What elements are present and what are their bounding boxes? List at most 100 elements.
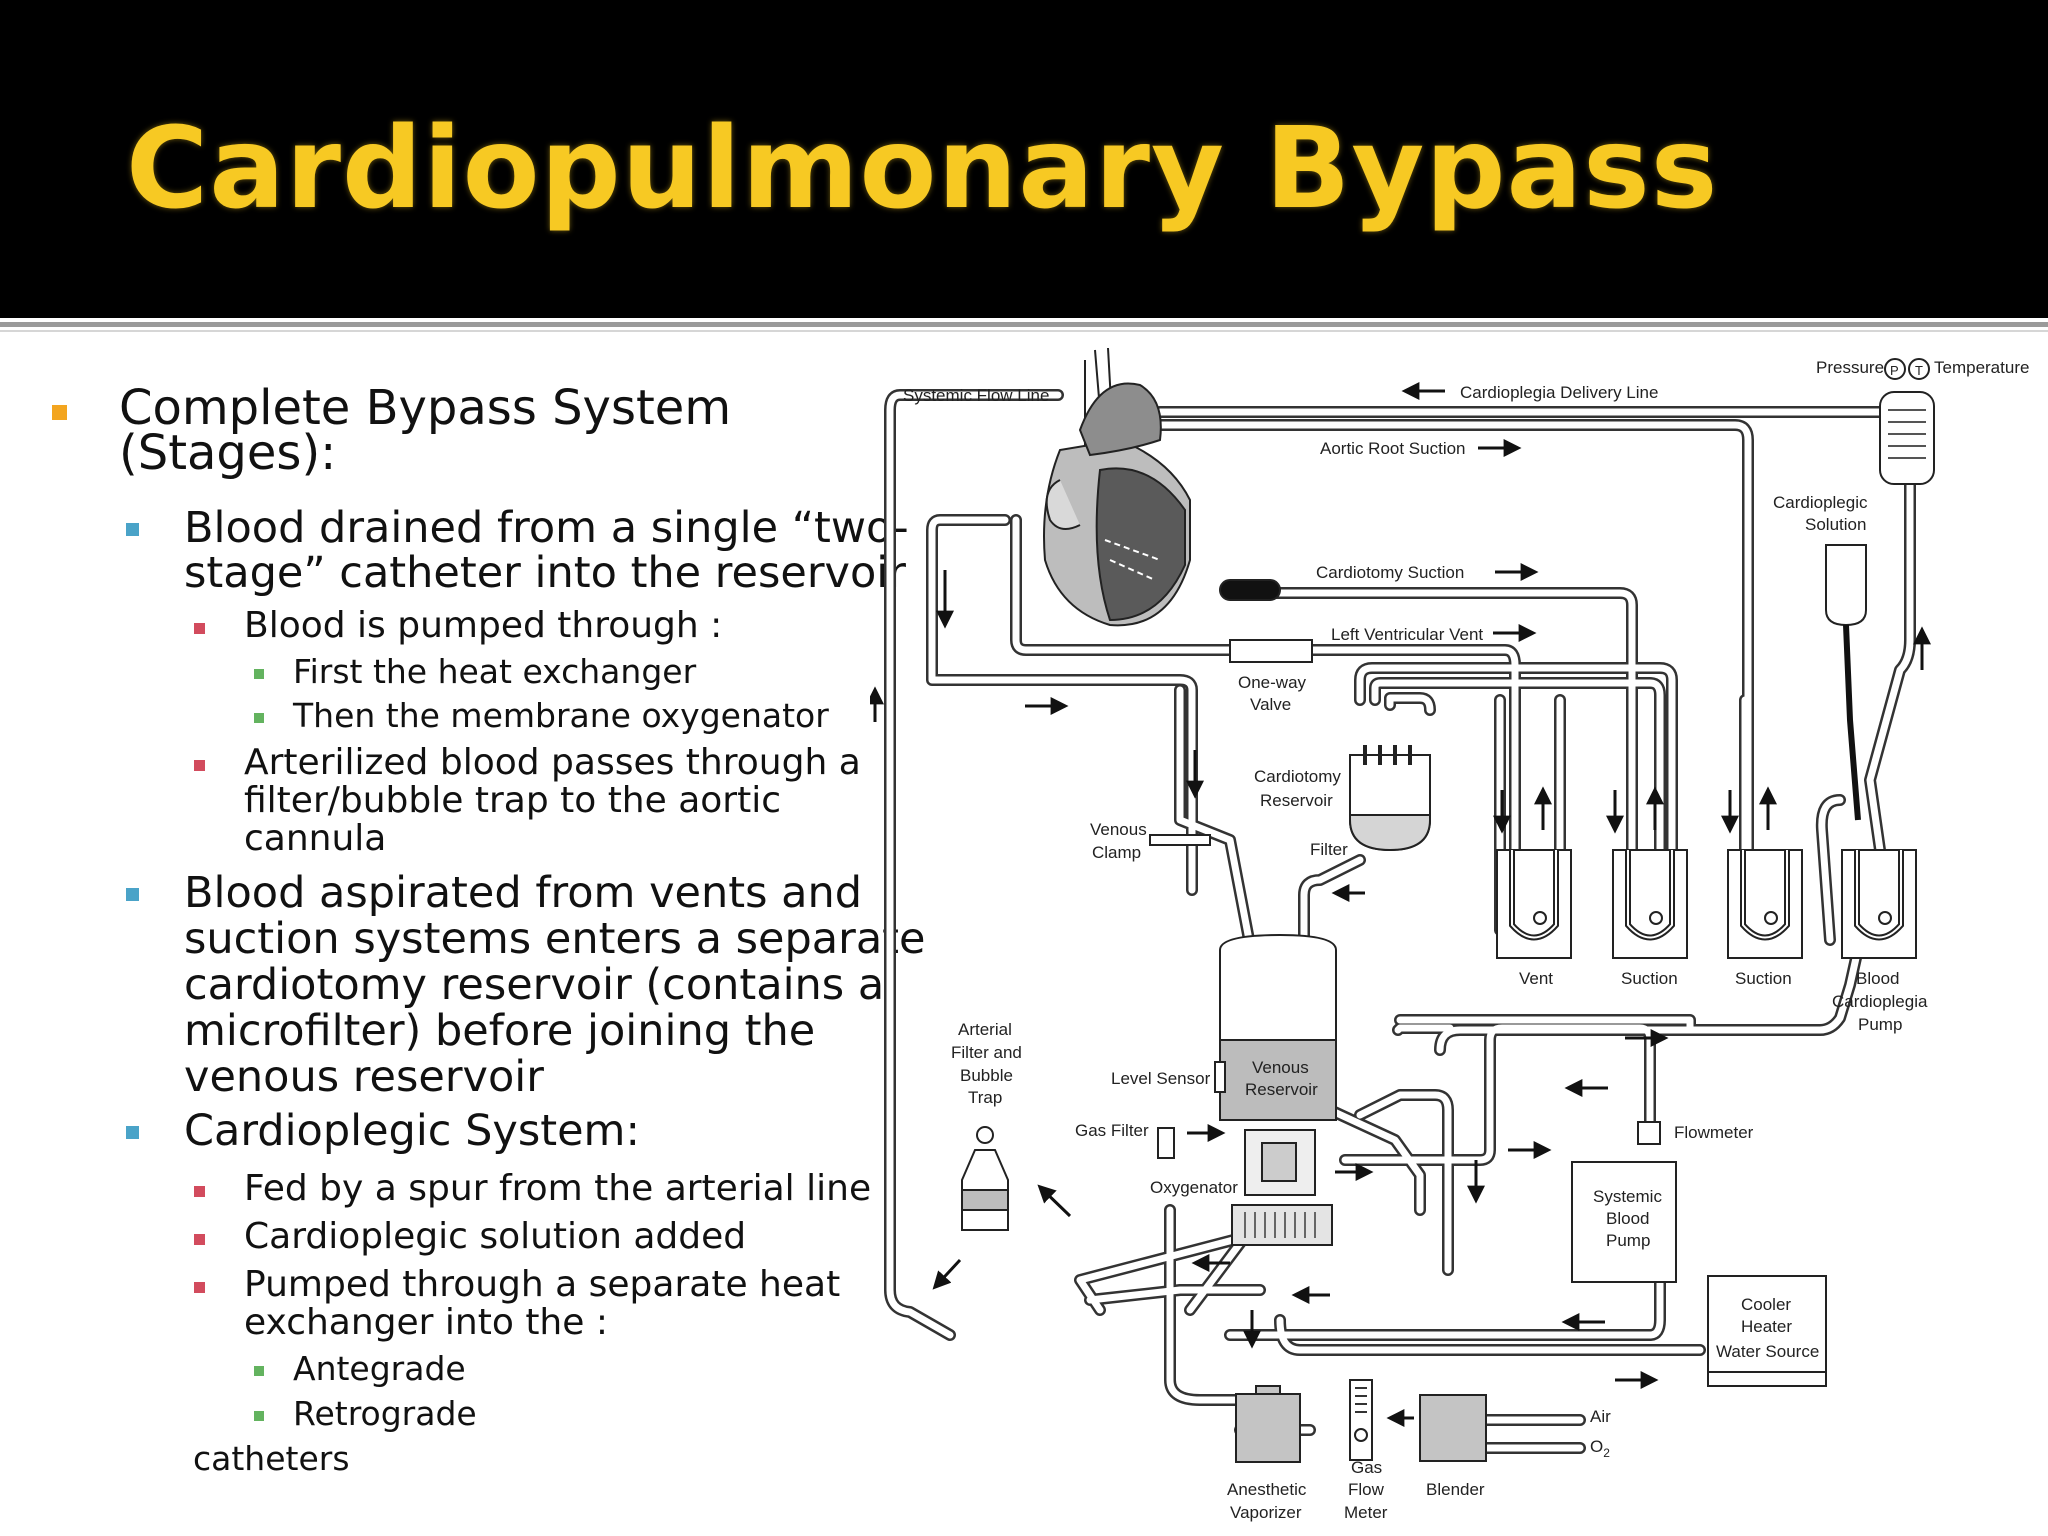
label-one-way-valve-2: Valve [1250, 695, 1291, 714]
label-o2: O2 [1590, 1437, 1610, 1460]
label-gas-flow-meter-1: Gas [1351, 1458, 1382, 1477]
label-venous-clamp-2: Clamp [1092, 843, 1141, 862]
bullet-text: filter/bubble trap to the aortic [244, 780, 782, 821]
bullet-text: exchanger into the : [244, 1302, 608, 1343]
label-anesthetic-vaporizer-1: Anesthetic [1227, 1480, 1307, 1499]
bullet-text: catheters [193, 1439, 350, 1478]
bullet-text: Pumped through a separate heat [244, 1264, 841, 1305]
label-arterial-filter-3: Bubble [960, 1066, 1013, 1085]
heart-illustration [1043, 347, 1191, 627]
label-blood-cardioplegia-pump-3: Pump [1858, 1015, 1902, 1034]
label-cooler-heater-1: Cooler [1741, 1295, 1791, 1314]
bullet-text: venous reservoir [184, 1052, 544, 1102]
anesthetic-vaporizer [1235, 1393, 1301, 1463]
label-arterial-filter-1: Arterial [958, 1020, 1012, 1039]
bullet-text: suction systems enters a separate [184, 914, 926, 964]
label-cooler-heater-3: Water Source [1716, 1342, 1819, 1361]
bullet-marker [194, 1234, 205, 1245]
label-temperature: Temperature [1934, 358, 2029, 377]
bullet-marker [254, 669, 264, 679]
label-systemic-blood-pump-1: Systemic [1593, 1187, 1662, 1206]
bullet-text: Arterilized blood passes through a [244, 742, 861, 783]
label-arterial-filter-2: Filter and [951, 1043, 1022, 1062]
level-sensor [1214, 1061, 1226, 1093]
cooler-heater [1707, 1275, 1827, 1387]
gas-flow-meter [1349, 1379, 1373, 1461]
label-systemic-flow-line: Systemic Flow Line [903, 386, 1049, 405]
label-level-sensor: Level Sensor [1111, 1069, 1211, 1088]
bullet-text: Then the membrane oxygenator [293, 696, 829, 735]
bullet-text: Antegrade [293, 1349, 466, 1388]
bullet-text: First the heat exchanger [293, 652, 697, 691]
label-systemic-blood-pump-2: Blood [1606, 1209, 1649, 1228]
label-flowmeter: Flowmeter [1674, 1123, 1754, 1142]
bullet-text: Blood is pumped through : [244, 605, 723, 646]
bullet-marker [254, 1366, 264, 1376]
bullet-marker [194, 760, 205, 771]
bullet-marker [254, 1411, 264, 1421]
bypass-circuit-diagram: Systemic Flow Line Cardioplegia Delivery… [870, 347, 2029, 1522]
bullet-marker [194, 1186, 205, 1197]
label-p: P [1890, 363, 1899, 378]
label-blood-cardioplegia-pump-1: Blood [1856, 969, 1899, 988]
label-venous-reservoir-1: Venous [1252, 1058, 1309, 1077]
label-aortic-root-suction: Aortic Root Suction [1320, 439, 1466, 458]
bullet-marker [194, 623, 205, 634]
blood-cardioplegia-pump [1841, 849, 1917, 959]
bullet-text: cardiotomy reservoir (contains a [184, 960, 885, 1010]
bullet-marker [254, 713, 264, 723]
label-one-way-valve-1: One-way [1238, 673, 1307, 692]
gas-filter-component [1157, 1127, 1175, 1159]
venous-clamp [1149, 834, 1211, 846]
label-blood-cardioplegia-pump-2: Cardioplegia [1832, 992, 1928, 1011]
label-filter: Filter [1310, 840, 1348, 859]
flowmeter-component [1637, 1121, 1661, 1145]
label-cardioplegia-delivery-line: Cardioplegia Delivery Line [1460, 383, 1658, 402]
label-suction-2: Suction [1735, 969, 1792, 988]
label-cardioplegic-solution-1: Cardioplegic [1773, 493, 1868, 512]
bullet-text: Complete Bypass System [119, 380, 732, 436]
bullet-text: microfilter) before joining the [184, 1006, 816, 1056]
bullet-text: stage” catheter into the reservoir [184, 548, 906, 598]
label-suction-1: Suction [1621, 969, 1678, 988]
bullet-marker [126, 1126, 139, 1139]
label-vent: Vent [1519, 969, 1553, 988]
label-cardioplegic-solution-2: Solution [1805, 515, 1866, 534]
label-venous-clamp-1: Venous [1090, 820, 1147, 839]
bullet-text: Fed by a spur from the arterial line [244, 1168, 872, 1209]
label-systemic-blood-pump-3: Pump [1606, 1231, 1650, 1250]
label-pressure: Pressure [1816, 358, 1884, 377]
vent-pump [1496, 849, 1572, 959]
bullet-text: Cardioplegic solution added [244, 1216, 747, 1257]
label-arterial-filter-4: Trap [968, 1088, 1002, 1107]
bullet-marker [126, 523, 139, 536]
bullet-text: Cardioplegic System: [184, 1106, 640, 1156]
suction-pump-1 [1612, 849, 1688, 959]
flow-arrows [870, 382, 1931, 1427]
label-venous-reservoir-2: Reservoir [1245, 1080, 1318, 1099]
title-bar: Cardiopulmonary Bypass [0, 0, 2048, 318]
divider [0, 322, 2048, 327]
label-cooler-heater-2: Heater [1741, 1317, 1792, 1336]
heat-exchanger [1231, 1204, 1333, 1246]
bullet-marker [126, 888, 139, 901]
label-cardiotomy-reservoir-2: Reservoir [1260, 791, 1333, 810]
slide-title: Cardiopulmonary Bypass [126, 104, 1719, 234]
suction-pump-2 [1727, 849, 1803, 959]
bullet-text: Blood aspirated from vents and [184, 868, 863, 918]
bullet-text: Blood drained from a single “two- [184, 503, 909, 553]
blender-box [1419, 1394, 1487, 1462]
cardioplegic-solution-bag [1825, 544, 1867, 627]
one-way-valve [1229, 639, 1313, 663]
components [961, 358, 1935, 1463]
label-gas-flow-meter-2: Flow [1348, 1480, 1385, 1499]
label-air: Air [1590, 1407, 1611, 1426]
pressure-gauge [1884, 358, 1906, 380]
bullet-text: cannula [244, 818, 387, 859]
label-t: T [1915, 363, 1923, 378]
label-anesthetic-vaporizer-2: Vaporizer [1230, 1503, 1302, 1522]
bullet-marker [52, 405, 67, 420]
label-cardiotomy-suction: Cardiotomy Suction [1316, 563, 1464, 582]
bullet-text: Retrograde [293, 1394, 477, 1433]
label-left-ventricular-vent: Left Ventricular Vent [1331, 625, 1483, 644]
